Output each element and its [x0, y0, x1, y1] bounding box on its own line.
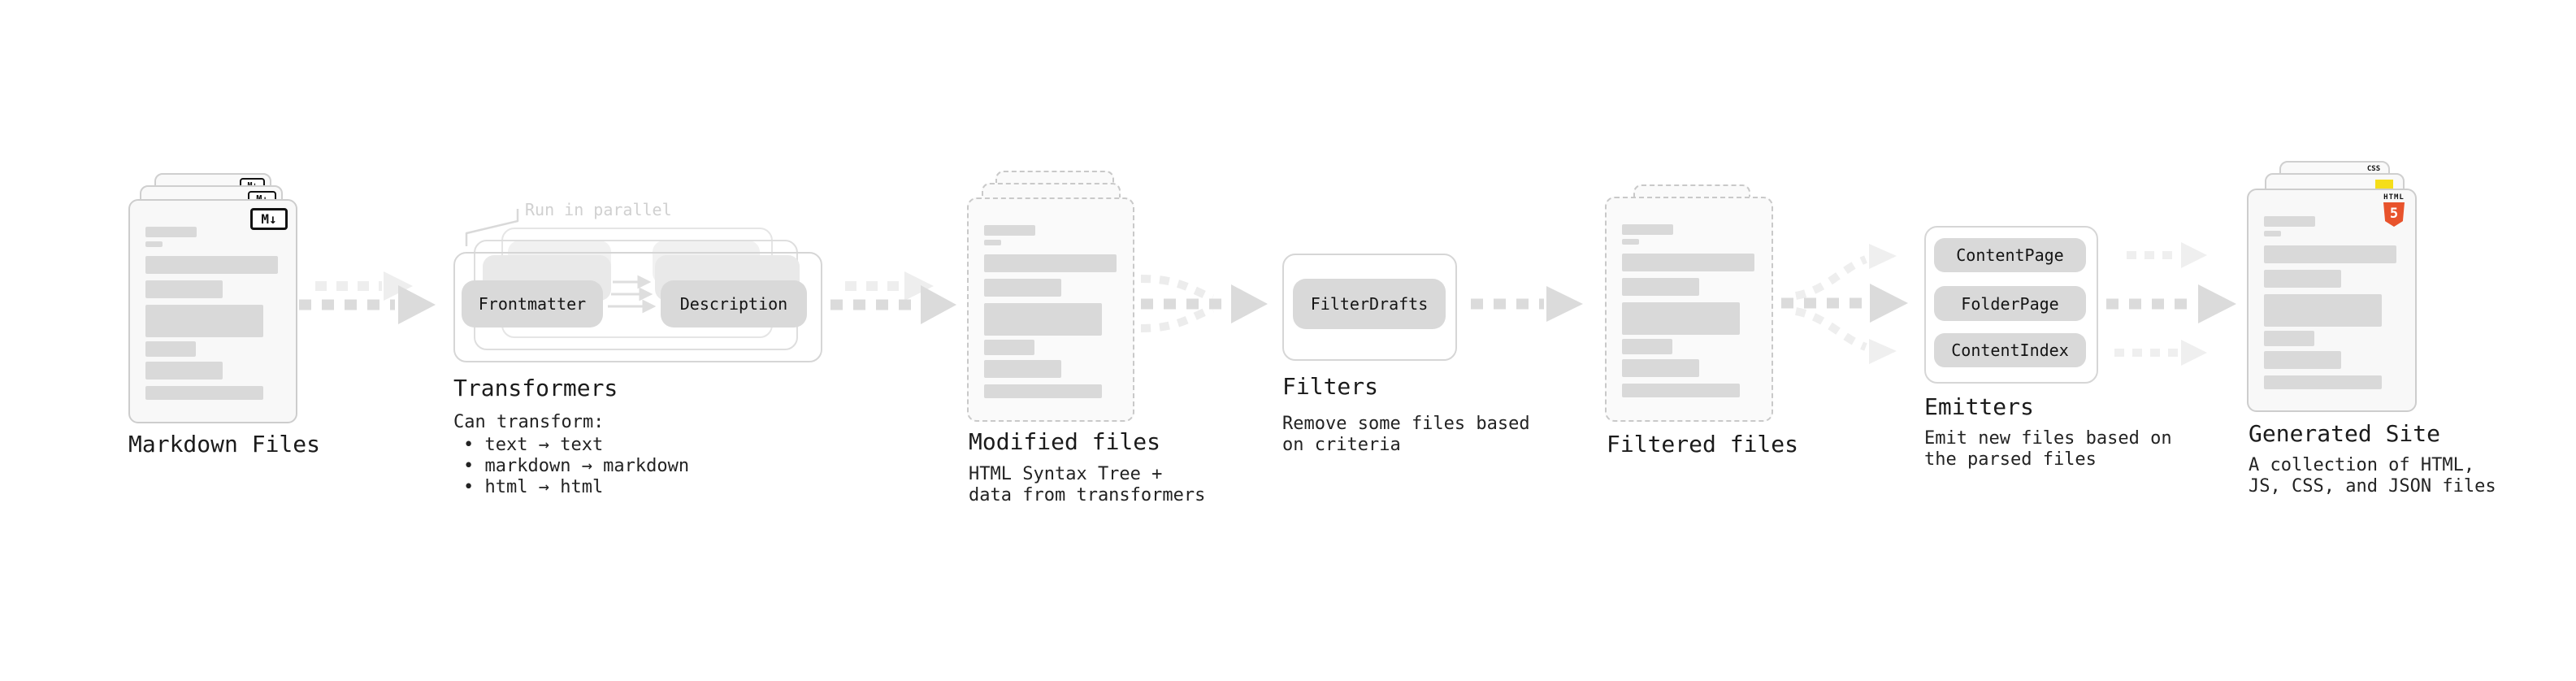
doc-markdown-front: M↓: [128, 199, 297, 423]
placeholder-line: [1622, 339, 1672, 354]
javascript-icon: [2375, 180, 2393, 191]
placeholder-line: [145, 305, 263, 337]
placeholder-line: [984, 384, 1102, 398]
doc-placeholder-lines: [984, 199, 1133, 420]
arrow-filtered-to-emitters: [1781, 244, 1908, 364]
placeholder-line: [984, 303, 1102, 336]
pill-folderpage: FolderPage: [1934, 286, 2086, 321]
placeholder-line: [1622, 359, 1699, 377]
pill-contentindex: ContentIndex: [1934, 333, 2086, 367]
pill-description: Description: [661, 280, 807, 327]
placeholder-line: [2264, 216, 2315, 227]
stage-caption-emitters: Emit new files based on the parsed files: [1924, 428, 2172, 470]
stage-caption-modified-files: HTML Syntax Tree + data from transformer…: [969, 464, 1206, 505]
stage-label-filters: Filters: [1282, 373, 1379, 400]
annotation-run-in-parallel: Run in parallel: [525, 200, 672, 219]
doc-placeholder-lines: [1622, 198, 1772, 420]
transform-bullet-list: • text → text • markdown → markdown • ht…: [463, 435, 689, 498]
bullet-item: • markdown → markdown: [463, 456, 690, 476]
placeholder-line: [2264, 331, 2314, 346]
css-icon-label: CSS: [2366, 165, 2381, 173]
stage-label-markdown-files: Markdown Files: [128, 431, 321, 458]
arrow-modified-to-filters: [1140, 275, 1268, 332]
placeholder-line: [1622, 224, 1673, 235]
pill-frontmatter: Frontmatter: [462, 280, 603, 327]
stage-label-transformers: Transformers: [453, 375, 618, 401]
placeholder-line: [984, 254, 1117, 272]
filters-box: [1282, 254, 1457, 361]
doc-filtered-front: [1605, 197, 1773, 422]
stage-label-filtered-files: Filtered files: [1607, 431, 1799, 458]
placeholder-line: [2264, 231, 2281, 236]
arrow-markdown-to-transformers: [299, 271, 436, 324]
pill-contentpage: ContentPage: [1934, 238, 2086, 272]
placeholder-line: [2264, 294, 2382, 327]
stage-caption-transformers: Can transform:: [453, 412, 605, 432]
placeholder-line: [1622, 239, 1639, 245]
stage-caption-filters: Remove some files based on criteria: [1282, 414, 1530, 455]
placeholder-line: [145, 386, 263, 400]
html5-icon: HTML 5: [2383, 193, 2405, 227]
stage-label-emitters: Emitters: [1924, 393, 2034, 420]
doc-placeholder-lines: [145, 201, 296, 422]
stage-label-modified-files: Modified files: [969, 428, 1161, 455]
placeholder-line: [145, 341, 196, 357]
placeholder-line: [984, 279, 1061, 297]
arrow-filters-to-filtered: [1471, 286, 1583, 322]
markdown-icon: M↓: [250, 208, 288, 230]
pill-filterdrafts: FilterDrafts: [1293, 279, 1446, 329]
placeholder-line: [984, 240, 1001, 245]
placeholder-line: [2264, 245, 2396, 263]
transformer-box-front: [453, 252, 822, 362]
placeholder-line: [1622, 384, 1740, 397]
doc-modified-front: [967, 197, 1134, 422]
doc-generated-front: HTML 5: [2247, 189, 2417, 412]
placeholder-line: [984, 225, 1035, 236]
placeholder-line: [145, 280, 223, 298]
placeholder-line: [2264, 375, 2382, 389]
placeholder-line: [2264, 351, 2341, 369]
placeholder-line: [1622, 302, 1740, 335]
stage-caption-generated-site: A collection of HTML, JS, CSS, and JSON …: [2249, 455, 2496, 497]
emitters-box: [1924, 226, 2098, 384]
placeholder-line: [145, 227, 197, 237]
placeholder-line: [2264, 270, 2341, 288]
bullet-item: • html → html: [463, 477, 604, 497]
placeholder-line: [984, 360, 1061, 378]
html5-icon-label: HTML: [2383, 193, 2405, 202]
placeholder-line: [145, 256, 278, 274]
placeholder-line: [145, 241, 163, 247]
arrow-emitters-to-generated: [2106, 242, 2236, 366]
placeholder-line: [145, 362, 223, 380]
placeholder-line: [1622, 278, 1699, 296]
placeholder-line: [984, 340, 1034, 355]
doc-placeholder-lines: [2264, 190, 2415, 410]
arrow-transformers-to-modified: [830, 271, 956, 324]
placeholder-line: [1622, 254, 1754, 271]
bullet-item: • text → text: [463, 435, 604, 455]
stage-label-generated-site: Generated Site: [2249, 420, 2441, 447]
